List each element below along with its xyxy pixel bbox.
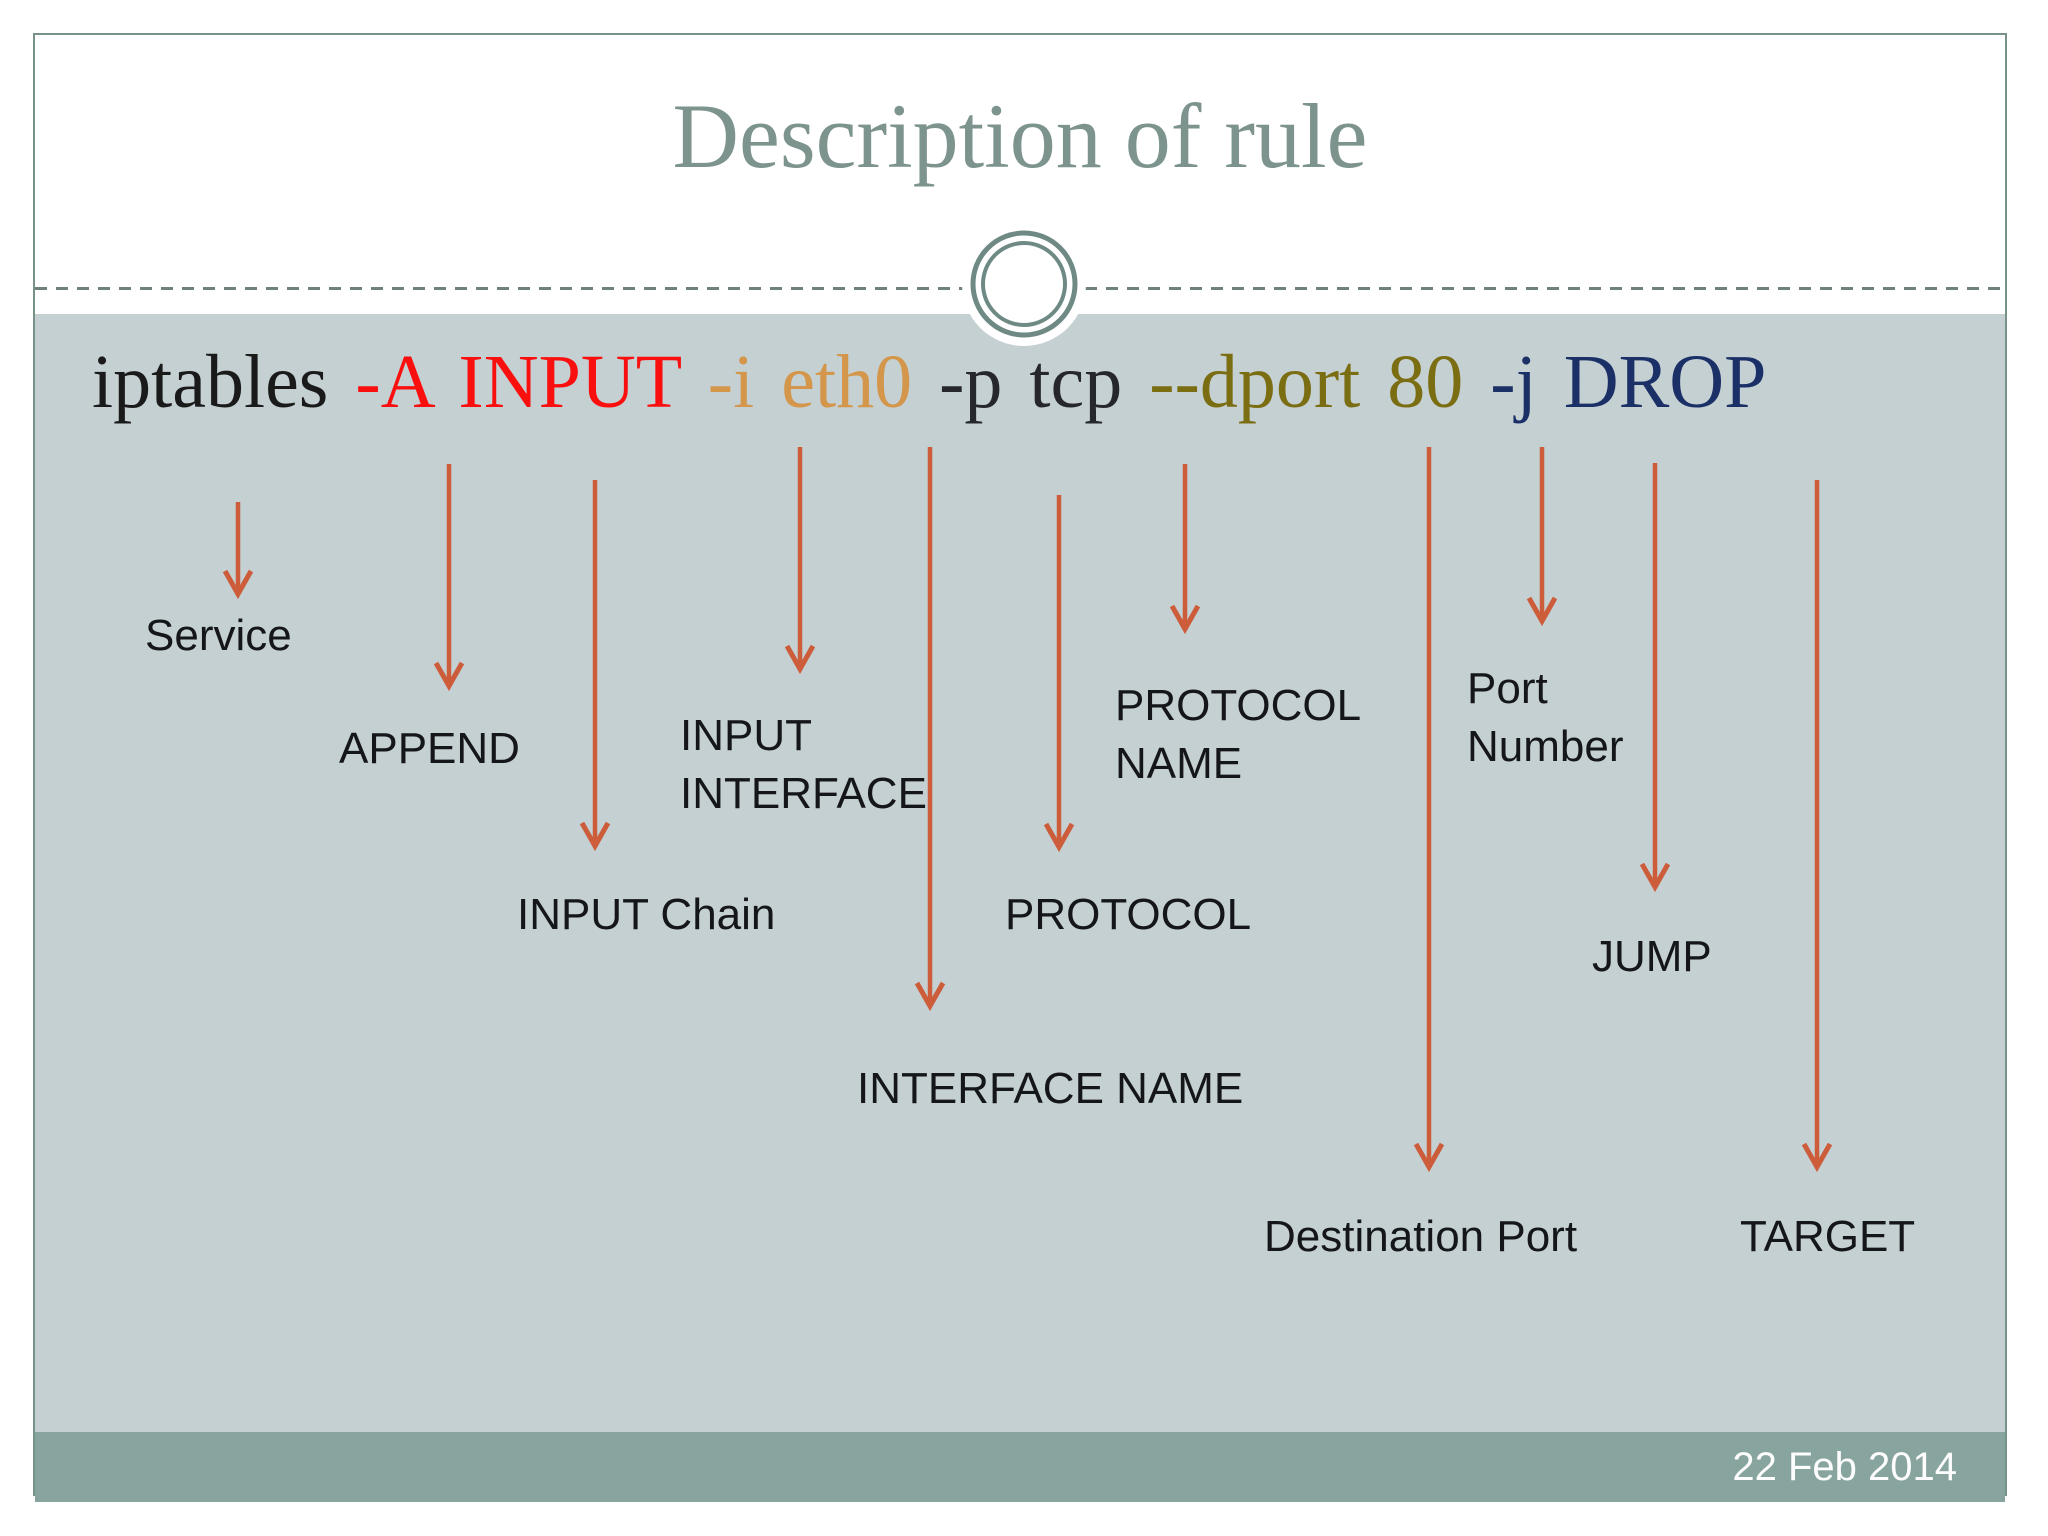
command-token: -i eth0 [707,340,913,424]
annotation-label: PROTOCOL [1005,890,1252,939]
down-arrow-icon [914,447,946,1012]
command-token: -A INPUT [355,340,681,424]
down-arrow-icon [579,480,611,852]
content-panel [35,314,2005,1432]
slide-title: Description of rule [672,85,1368,187]
annotation-label: Destination Port [1264,1212,1578,1261]
down-arrow-icon [1043,495,1075,853]
footer-bar: 22 Feb 2014 [35,1432,2005,1502]
command-token: -j DROP [1490,340,1767,424]
down-arrow-icon [1413,447,1445,1173]
iptables-command: iptables -A INPUT -i eth0 -p tcp --dport… [92,335,1992,430]
slide-frame: Description of rule iptables -A INPUT -i… [33,33,2007,1502]
down-arrow-icon [433,464,465,692]
down-arrow-icon [1526,447,1558,627]
annotation-label: JUMP [1592,932,1712,981]
down-arrow-icon [1169,464,1201,635]
circle-ornament-icon [962,222,1086,346]
down-arrow-icon [784,447,816,675]
command-token: --dport 80 [1149,340,1464,424]
annotation-label: APPEND [339,724,520,773]
annotation-label: INTERFACE NAME [857,1064,1244,1113]
down-arrow-icon [222,502,254,600]
command-token: iptables [92,340,329,424]
annotation-label: Service [145,611,292,660]
annotation-label: INPUT Chain [517,890,776,939]
slide-date: 22 Feb 2014 [1732,1445,1957,1489]
down-arrow-icon [1801,480,1833,1173]
command-token: -p tcp [939,340,1123,424]
annotation-label: TARGET [1740,1212,1916,1261]
down-arrow-icon [1639,463,1671,893]
